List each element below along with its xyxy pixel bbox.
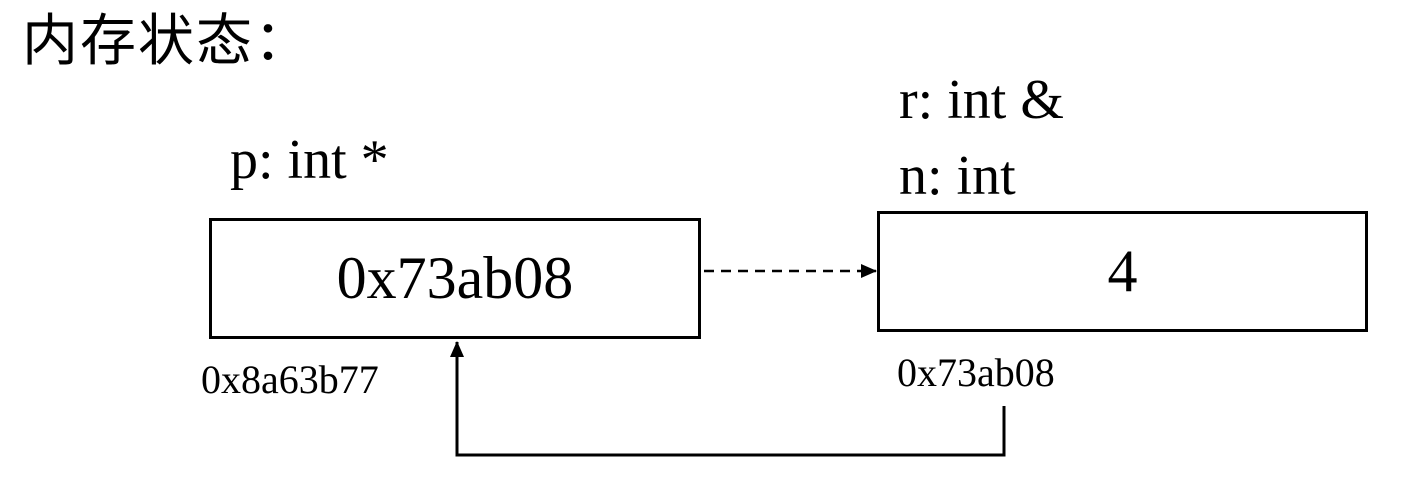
pointer-var-value: 0x73ab08 xyxy=(336,245,574,311)
target-var-cell: 4 xyxy=(877,211,1368,332)
target-var-label: n: int xyxy=(899,145,1016,207)
pointer-var-label: p: int * xyxy=(230,129,389,191)
pointer-var-cell: 0x73ab08 xyxy=(209,218,701,339)
address-link-arrow xyxy=(450,341,1006,457)
reference-var-label: r: int & xyxy=(899,69,1064,131)
target-var-address: 0x73ab08 xyxy=(897,350,1055,395)
page-title: 内存状态： xyxy=(22,9,312,74)
pointer-var-address: 0x8a63b77 xyxy=(201,357,379,402)
target-var-value: 4 xyxy=(1107,238,1138,304)
